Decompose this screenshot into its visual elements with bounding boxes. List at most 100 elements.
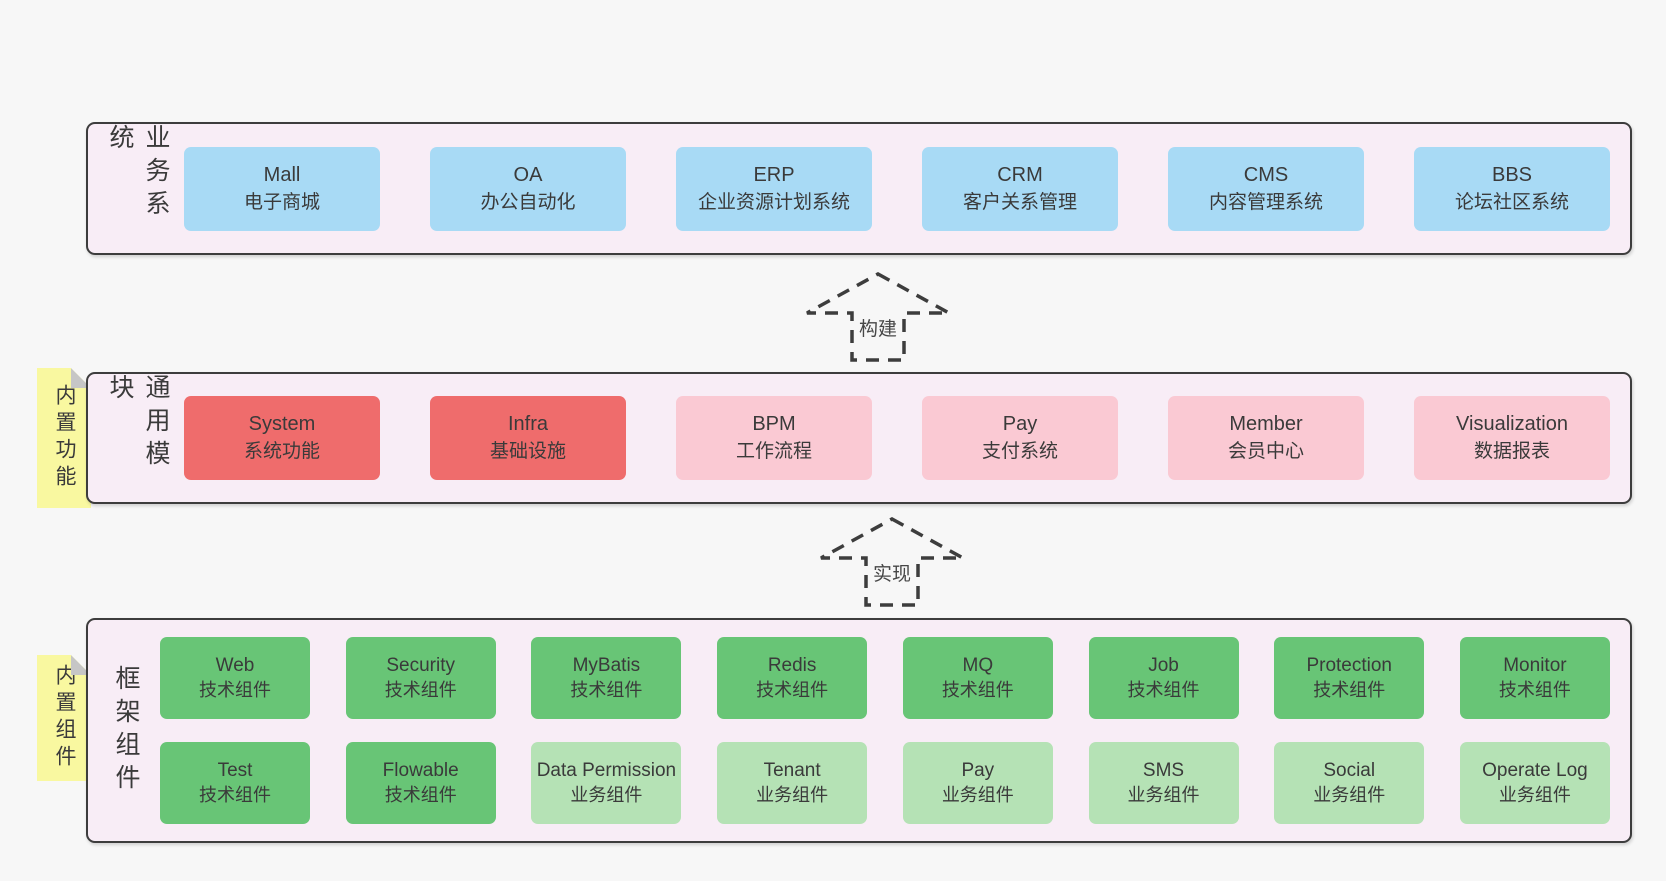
box-job: Job 技术组件 bbox=[1088, 637, 1239, 719]
box-title: Pay bbox=[961, 760, 995, 781]
band-label-common-modules: 通用模块 bbox=[102, 374, 174, 502]
box-test: Test 技术组件 bbox=[160, 742, 310, 824]
sticky-note-label: 内置功能 bbox=[53, 384, 76, 492]
box-subtitle: 技术组件 bbox=[384, 680, 457, 700]
box-title: Protection bbox=[1306, 655, 1392, 676]
box-subtitle: 技术组件 bbox=[756, 680, 829, 700]
box-title: Infra bbox=[507, 413, 549, 435]
arrow-build-label: 构建 bbox=[855, 314, 901, 341]
box-title: Flowable bbox=[382, 760, 459, 781]
box-subtitle: 技术组件 bbox=[384, 785, 457, 805]
band-label-text: 通用模块 bbox=[106, 374, 170, 473]
box-subtitle: 技术组件 bbox=[941, 680, 1014, 700]
box-subtitle: 数据报表 bbox=[1473, 441, 1550, 462]
up-arrow-outline bbox=[806, 272, 950, 362]
box-subtitle: 电子商城 bbox=[243, 191, 320, 213]
box-title: Web bbox=[215, 655, 255, 676]
framework-components-box-row-2: Test 技术组件 Flowable 技术组件 Data Permission 业务组件 T… bbox=[160, 742, 1610, 824]
box-protection: Protection 技术组件 bbox=[1274, 637, 1425, 719]
box-subtitle: 业务组件 bbox=[1127, 785, 1200, 805]
box-pay: Pay 业务组件 bbox=[902, 742, 1053, 824]
box-mall: Mall 电子商城 bbox=[184, 146, 380, 231]
box-title: Data Permission bbox=[536, 760, 677, 781]
box-oa: OA 办公自动化 bbox=[430, 146, 626, 231]
box-subtitle: 企业资源计划系统 bbox=[697, 191, 850, 213]
box-pay: Pay 支付系统 bbox=[922, 396, 1118, 480]
box-subtitle: 内容管理系统 bbox=[1208, 191, 1323, 213]
sticky-note-builtin-components: 内置组件 bbox=[37, 655, 91, 781]
box-subtitle: 业务组件 bbox=[941, 785, 1014, 805]
box-title: Member bbox=[1229, 413, 1303, 435]
box-subtitle: 技术组件 bbox=[1313, 680, 1386, 700]
box-title: SMS bbox=[1142, 760, 1185, 781]
box-subtitle: 业务组件 bbox=[570, 785, 643, 805]
box-infra: Infra 基础设施 bbox=[430, 396, 626, 480]
arrow-build: 构建 bbox=[798, 271, 958, 363]
box-subtitle: 技术组件 bbox=[1127, 680, 1200, 700]
up-arrow-icon bbox=[806, 272, 950, 362]
box-erp: ERP 企业资源计划系统 bbox=[676, 146, 872, 231]
box-title: Test bbox=[217, 760, 253, 781]
box-title: OA bbox=[513, 163, 543, 186]
band-label-business-systems: 业务系统 bbox=[102, 124, 174, 253]
box-subtitle: 论坛社区系统 bbox=[1454, 191, 1569, 213]
box-title: Pay bbox=[1002, 413, 1038, 435]
box-title: Tenant bbox=[763, 760, 821, 781]
box-title: ERP bbox=[753, 163, 795, 186]
box-title: System bbox=[248, 413, 316, 435]
box-subtitle: 基础设施 bbox=[489, 441, 566, 462]
box-title: Monitor bbox=[1503, 655, 1567, 676]
box-subtitle: 技术组件 bbox=[570, 680, 643, 700]
arrow-implement: 实现 bbox=[812, 516, 972, 608]
box-title: MyBatis bbox=[572, 655, 641, 676]
box-monitor: Monitor 技术组件 bbox=[1459, 637, 1610, 719]
box-subtitle: 会员中心 bbox=[1227, 441, 1304, 462]
box-title: BBS bbox=[1491, 163, 1533, 186]
box-subtitle: 工作流程 bbox=[735, 441, 812, 462]
band-label-framework-components: 框架组件 bbox=[102, 620, 150, 841]
up-arrow-outline bbox=[820, 517, 964, 607]
box-subtitle: 业务组件 bbox=[1498, 785, 1571, 805]
box-subtitle: 业务组件 bbox=[756, 785, 829, 805]
box-subtitle: 技术组件 bbox=[199, 785, 271, 805]
box-security: Security 技术组件 bbox=[345, 637, 496, 719]
band-label-text: 框架组件 bbox=[112, 664, 140, 797]
box-subtitle: 业务组件 bbox=[1313, 785, 1386, 805]
sticky-note-builtin-features: 内置功能 bbox=[37, 368, 91, 508]
sticky-note-label: 内置组件 bbox=[53, 664, 76, 772]
box-title: Mall bbox=[263, 163, 301, 186]
box-subtitle: 技术组件 bbox=[1498, 680, 1571, 700]
box-subtitle: 办公自动化 bbox=[480, 191, 576, 213]
box-flowable: Flowable 技术组件 bbox=[345, 742, 496, 824]
box-title: Security bbox=[386, 655, 456, 676]
box-social: Social 业务组件 bbox=[1274, 742, 1425, 824]
arrow-implement-label: 实现 bbox=[869, 559, 915, 586]
up-arrow-icon bbox=[820, 517, 964, 607]
box-title: CRM bbox=[997, 163, 1043, 186]
band-label-text: 业务系统 bbox=[106, 124, 170, 223]
box-title: MQ bbox=[962, 655, 994, 676]
box-subtitle: 技术组件 bbox=[199, 680, 271, 700]
box-subtitle: 支付系统 bbox=[981, 441, 1058, 462]
box-title: Social bbox=[1323, 760, 1376, 781]
box-sms: SMS 业务组件 bbox=[1088, 742, 1239, 824]
box-data-permission: Data Permission 业务组件 bbox=[531, 742, 682, 824]
box-title: BPM bbox=[752, 413, 796, 435]
box-bbs: BBS 论坛社区系统 bbox=[1414, 146, 1610, 231]
box-title: Job bbox=[1148, 655, 1179, 676]
box-mq: MQ 技术组件 bbox=[902, 637, 1053, 719]
box-bpm: BPM 工作流程 bbox=[676, 396, 872, 480]
box-web: Web 技术组件 bbox=[160, 637, 310, 719]
